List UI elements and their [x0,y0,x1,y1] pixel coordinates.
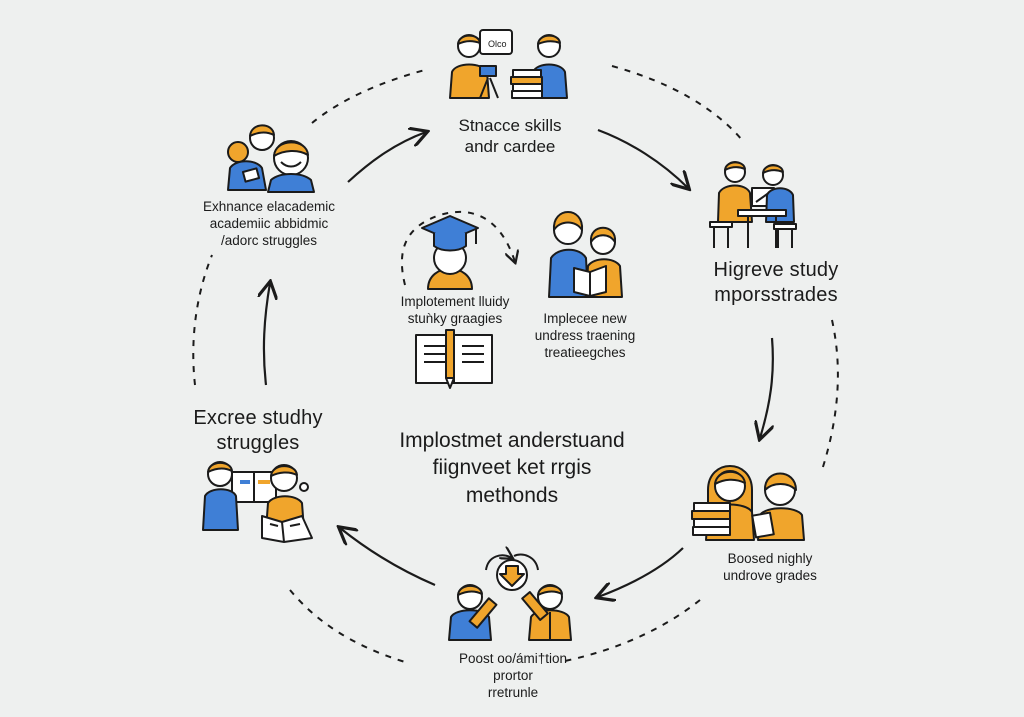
inner-left-line-2: stuǹky graagies [407,310,503,326]
node-left-bottom-label: Excree studhy struggles [168,406,348,456]
dashed-cycle [192,65,839,663]
arrow-topleft-to-top [347,132,426,183]
node-right-bottom-line-2: undrove grades [723,567,817,583]
dashed-arc-bottom-left [289,589,406,663]
arrow-bottomright-to-bottom [598,547,684,597]
node-right-bottom-label: Boosed nighly undrove grades [690,551,850,585]
node-right-top-line-1: Higreve study [713,259,839,281]
inner-right-label: Impleceе new undress traening treatieegc… [510,311,660,362]
arrow-top-to-right [597,128,688,188]
open-book-icon [415,329,493,389]
students-at-computer-icon [709,161,797,248]
inner-left-label: Implotement lluidy stuǹky graagies [380,294,530,328]
node-left-top-line-2: academiic abbidmic [209,215,329,231]
arrow-bottom-to-left [340,528,436,587]
students-with-books-icon [691,465,805,541]
inner-right-line-2: undress traening [534,327,636,343]
inner-right-line-3: treatieegches [544,344,626,360]
node-right-top-label: Higreve study mporsstrades [686,258,866,308]
center-line-3: methonds [465,483,559,507]
center-line-2: fiignveet ket rrgis [432,456,592,480]
node-top-label: Stnacce skills andr cardee [420,115,600,158]
dashed-arc-top-left [311,69,426,124]
teacher-and-student-icon: Olco [449,29,568,99]
center-label: Implostmet anderstuand fiignveet ket rrg… [372,427,652,509]
node-bottom-line-1: Poost oo/ámi†tion [458,651,568,666]
dashed-arc-left [192,254,213,386]
graduate-cap-icon [421,215,479,290]
svg-text:Olco: Olco [488,39,507,49]
node-right-bottom-line-1: Boosed nighly [727,551,813,566]
inner-right-line-1: Impleceе new [543,311,627,326]
node-left-top-line-1: Exhnance elacademic [202,199,336,214]
node-bottom-line-3: rretrunle [487,684,539,700]
students-with-pencils-icon [448,555,572,641]
parent-and-child-icon [227,124,315,193]
dashed-arc-top-right [611,65,743,141]
cycle-arrows [264,130,773,597]
node-bottom-label: Poost oo/ámi†tion prortor rretrunle [428,651,598,702]
parent-reading-with-child-icon [548,211,623,298]
node-top-line-1: Stnacce skills [458,116,562,135]
node-bottom-line-2: prortor [493,667,533,683]
node-left-bottom-line-1: Excree studhy [193,407,323,429]
arrow-left-up [264,283,270,386]
arrow-right-down [760,337,773,438]
dashed-arc-right [821,319,839,471]
node-left-top-label: Exhnance elacademic academiic abbidmic /… [184,199,354,250]
node-right-top-line-2: mporsstrades [714,284,838,306]
dashed-arc-bottom-right [559,599,701,663]
node-top-line-2: andr cardee [464,137,556,157]
center-line-1: Implostmet anderstuand [399,429,625,452]
inner-left-line-1: Implotement lluidy [400,294,510,309]
node-left-bottom-line-2: struggles [216,432,300,454]
students-reading-icon [202,461,313,543]
node-left-top-line-3: /adorc struggles [220,232,318,248]
